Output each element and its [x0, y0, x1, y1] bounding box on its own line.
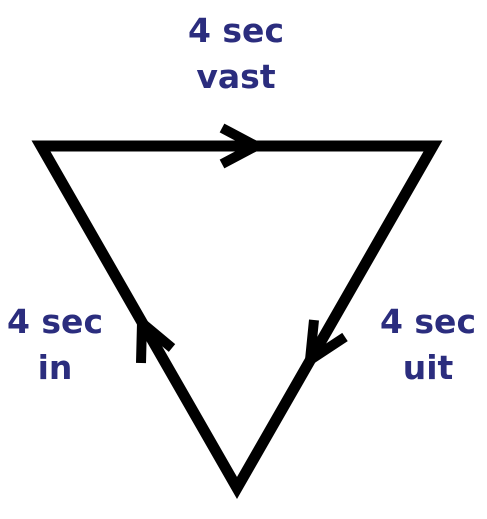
right-action-text: uit	[402, 348, 454, 387]
arrow-down-left-icon	[303, 319, 348, 370]
left-action-text: in	[37, 348, 73, 387]
arrow-right-icon	[219, 123, 267, 169]
top-action-text: vast	[196, 57, 276, 96]
arrow-up-left-icon	[136, 312, 176, 364]
right-duration-text: 4 sec	[379, 302, 477, 341]
left-edge-label: 4 sec in	[0, 299, 110, 391]
top-edge-label: 4 sec vast	[166, 8, 306, 100]
top-duration-text: 4 sec	[187, 11, 285, 50]
right-edge-label: 4 sec uit	[373, 299, 483, 391]
left-duration-text: 4 sec	[6, 302, 104, 341]
